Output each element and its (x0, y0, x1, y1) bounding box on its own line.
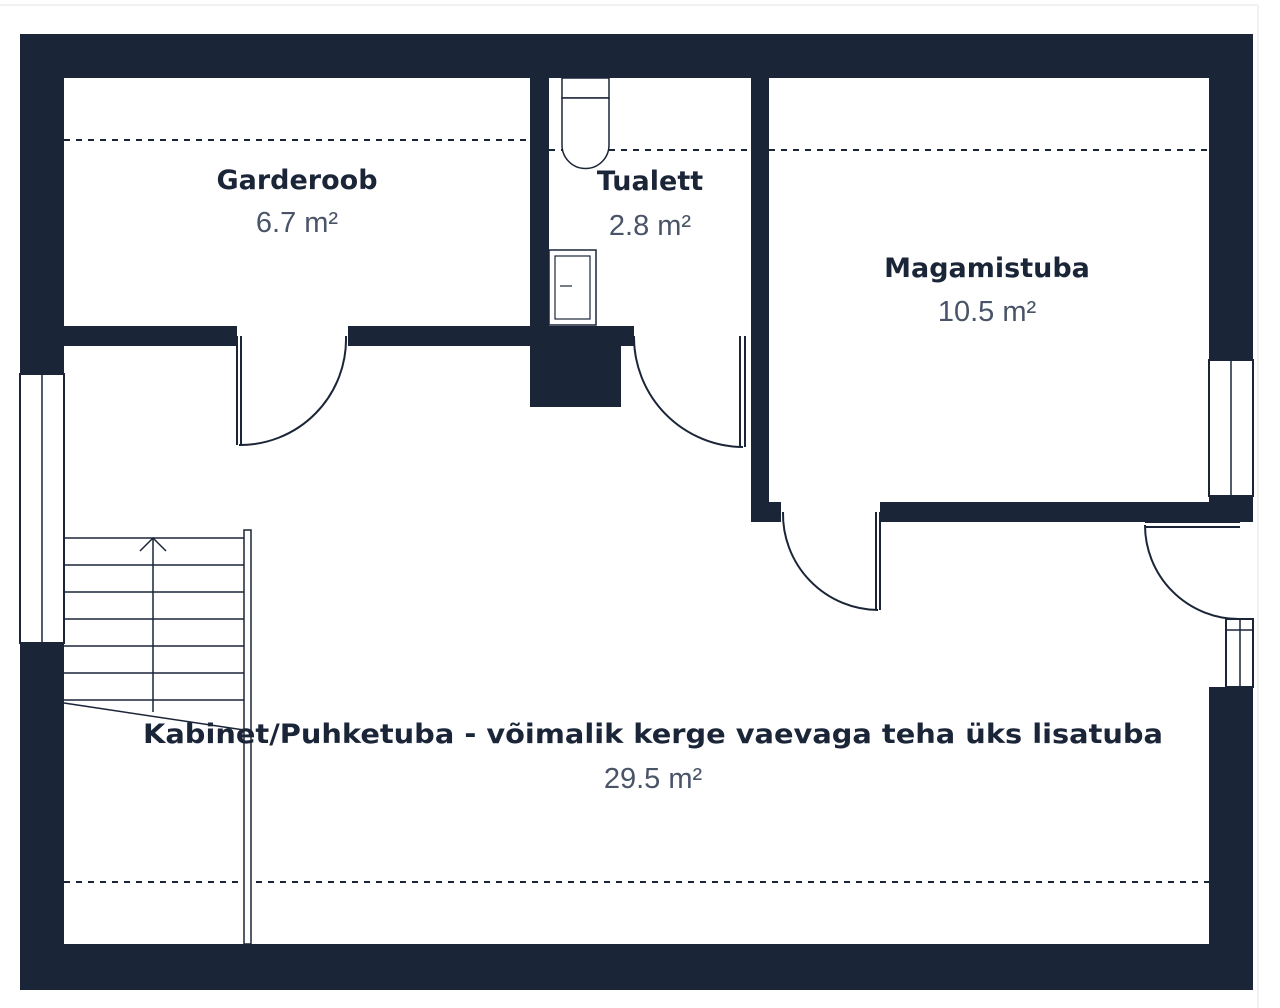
room-name-garderoob: Garderoob (216, 165, 377, 196)
door-garderoob (236, 335, 348, 447)
room-tualett: Tualett 2.8 m² (597, 166, 703, 242)
room-garderoob: Garderoob 6.7 m² (216, 165, 377, 239)
staircase (63, 529, 252, 945)
stair-direction-arrow-icon (139, 536, 167, 712)
door-magamistuba (781, 511, 881, 611)
room-name-kabinet: Kabinet/Puhketuba - võimalik kerge vaeva… (143, 719, 1163, 750)
room-area-kabinet: 29.5 m² (604, 763, 703, 795)
room-area-garderoob: 6.7 m² (256, 207, 339, 239)
room-area-magamistuba: 10.5 m² (938, 296, 1037, 328)
sloped-ceiling-lines (64, 139, 1209, 883)
room-area-tualett: 2.8 m² (609, 210, 692, 242)
door-right (1144, 521, 1240, 620)
room-name-tualett: Tualett (597, 166, 703, 197)
windows (19, 359, 1254, 688)
sink-icon (548, 249, 597, 326)
interior-walls (64, 78, 1209, 522)
door-tualett (632, 335, 746, 448)
doors (236, 335, 1240, 620)
toilet-icon (561, 77, 610, 170)
room-kabinet: Kabinet/Puhketuba - võimalik kerge vaeva… (143, 719, 1163, 795)
room-name-magamistuba: Magamistuba (884, 253, 1090, 284)
room-magamistuba: Magamistuba 10.5 m² (884, 253, 1090, 328)
outer-walls (20, 34, 1253, 990)
